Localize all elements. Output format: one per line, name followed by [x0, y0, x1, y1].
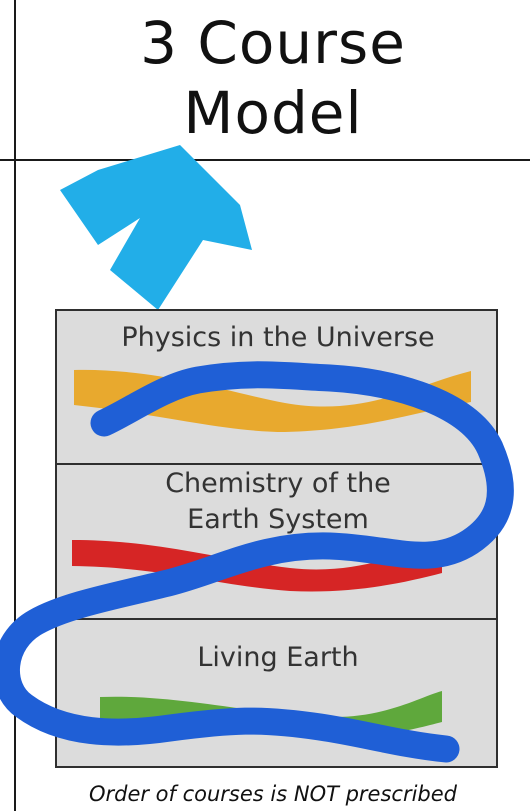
course-label-chemistry-line-1: Chemistry of the: [165, 468, 391, 499]
course-label-chemistry-line-2: Earth System: [187, 504, 369, 535]
title-divider: [0, 159, 530, 161]
slide-title: 3 Course Model: [16, 8, 530, 148]
up-arrow-icon: [60, 145, 252, 310]
course-label-living-earth: Living Earth: [197, 642, 359, 673]
course-order-caption: Order of courses is NOT prescribed: [88, 782, 458, 806]
course-label-physics: Physics in the Universe: [121, 322, 435, 353]
title-line-2: Model: [183, 79, 363, 147]
left-divider: [14, 0, 16, 811]
course-label-chemistry: Chemistry of the Earth System: [58, 466, 498, 538]
learning-pathway-ribbon: [0, 361, 514, 763]
title-line-1: 3 Course: [140, 9, 406, 77]
